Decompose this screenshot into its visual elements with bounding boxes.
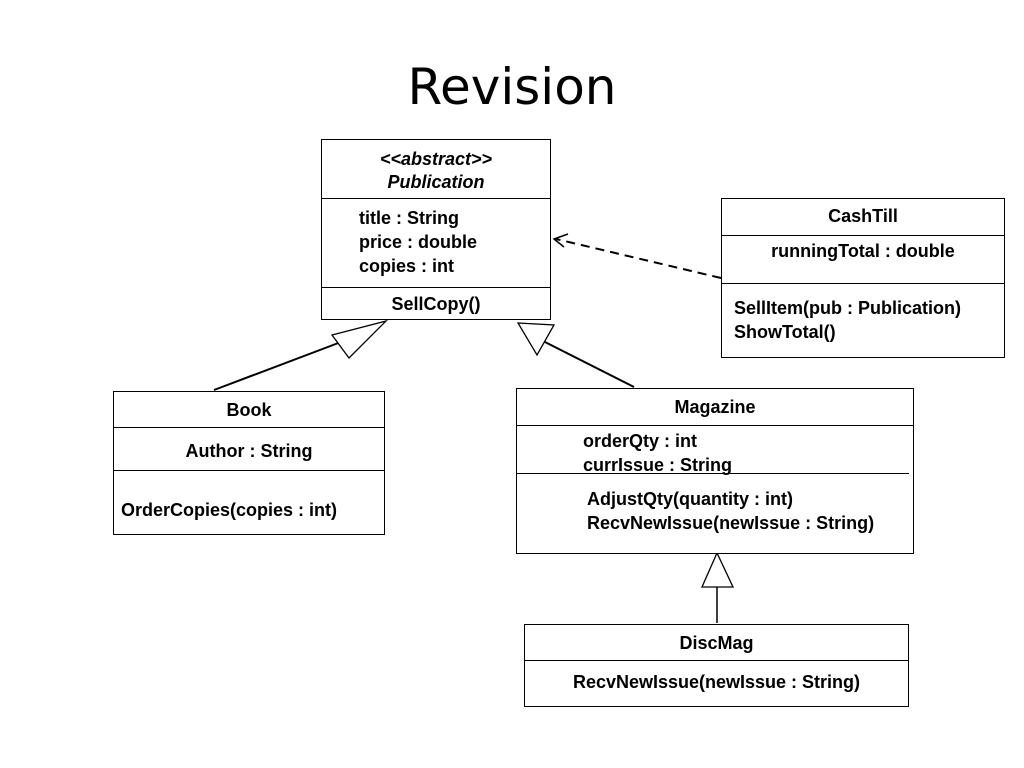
class-publication: <<abstract>> Publication title : String … [321,139,551,320]
book-attribute: Author : String [185,441,313,461]
magazine-attribute: currIssue : String [583,455,733,475]
magazine-method: RecvNewIssue(newIssue : String) [587,513,875,533]
discmag-method: RecvNewIssue(newIssue : String) [572,672,861,692]
publication-attribute: copies : int [359,256,455,276]
publication-class-name: Publication [387,172,485,192]
class-magazine: Magazine orderQty : int currIssue : Stri… [516,388,914,554]
magazine-divider-1 [517,425,913,426]
magazine-inheritance-arrowhead [516,322,556,357]
book-divider-1 [114,427,384,428]
cashtill-divider-1 [722,235,1004,236]
publication-divider-2 [322,287,550,288]
publication-method: SellCopy() [391,294,481,314]
publication-attribute: price : double [359,232,478,252]
cashtill-attribute: runningTotal : double [771,241,955,261]
book-divider-2 [114,470,384,471]
discmag-inheritance-arrowhead [701,551,735,588]
cashtill-dependency-arrowhead [552,233,569,248]
magazine-divider-2 [517,473,909,474]
magazine-class-name: Magazine [674,397,756,417]
cashtill-divider-2 [722,283,1004,284]
class-discmag: DiscMag RecvNewIssue(newIssue : String) [524,624,909,707]
discmag-divider-1 [525,660,908,661]
book-class-name: Book [226,400,272,420]
cashtill-class-name: CashTill [828,206,898,226]
cashtill-dependency-line [555,238,722,279]
publication-attribute: title : String [359,208,459,228]
discmag-class-name: DiscMag [679,633,754,653]
publication-stereotype: <<abstract>> [379,149,493,169]
magazine-inheritance-line [542,340,635,388]
cashtill-method: ShowTotal() [734,322,836,342]
book-inheritance-arrowhead [330,319,389,359]
slide-title: Revision [407,58,617,116]
class-book: Book Author : String OrderCopies(copies … [113,391,385,535]
book-method: OrderCopies(copies : int) [121,500,338,520]
magazine-method: AdjustQty(quantity : int) [587,489,793,509]
cashtill-method: SellItem(pub : Publication) [734,298,962,318]
magazine-attribute: orderQty : int [583,431,698,451]
class-cashtill: CashTill runningTotal : double SellItem(… [721,198,1005,358]
publication-divider-1 [322,198,550,199]
book-inheritance-line [213,341,342,391]
